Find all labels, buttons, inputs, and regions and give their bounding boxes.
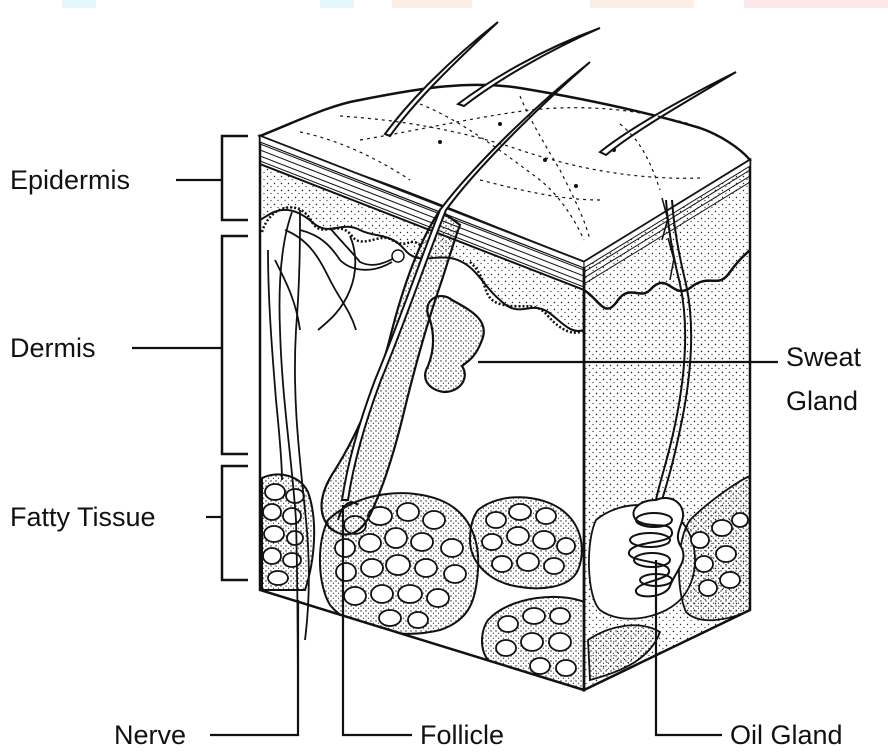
label-epidermis: Epidermis [10,165,130,195]
label-oil-gland: Oil Gland [730,720,843,750]
label-follicle: Follicle [420,720,504,750]
label-dermis: Dermis [10,333,96,363]
label-fatty-tissue: Fatty Tissue [10,502,156,532]
label-sweat-gland-line1: Sweat [786,342,861,372]
label-nerve: Nerve [114,720,186,750]
label-sweat-gland-line2: Gland [786,386,858,416]
